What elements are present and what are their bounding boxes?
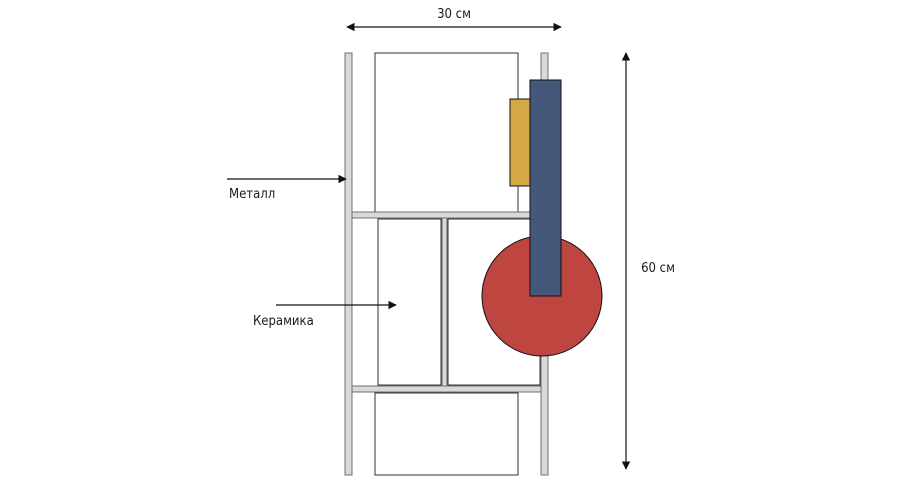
metal-crossbar-lower [351,385,542,393]
width-dimension-label: 30 см [437,7,471,22]
metal-crossbar-upper [351,211,542,219]
ceramic-panel-middle-left [377,218,442,386]
ceramic-panel-top [374,52,519,213]
yellow-block [509,98,531,187]
height-dimension-label: 60 см [641,261,675,276]
blue-bar [529,79,562,297]
metal-rail-left [344,52,353,476]
metal-divider-vertical [441,217,448,387]
metal-label: Металл [229,187,275,202]
ceramic-panel-bottom [374,392,519,476]
ceramic-label: Керамика [253,314,314,329]
